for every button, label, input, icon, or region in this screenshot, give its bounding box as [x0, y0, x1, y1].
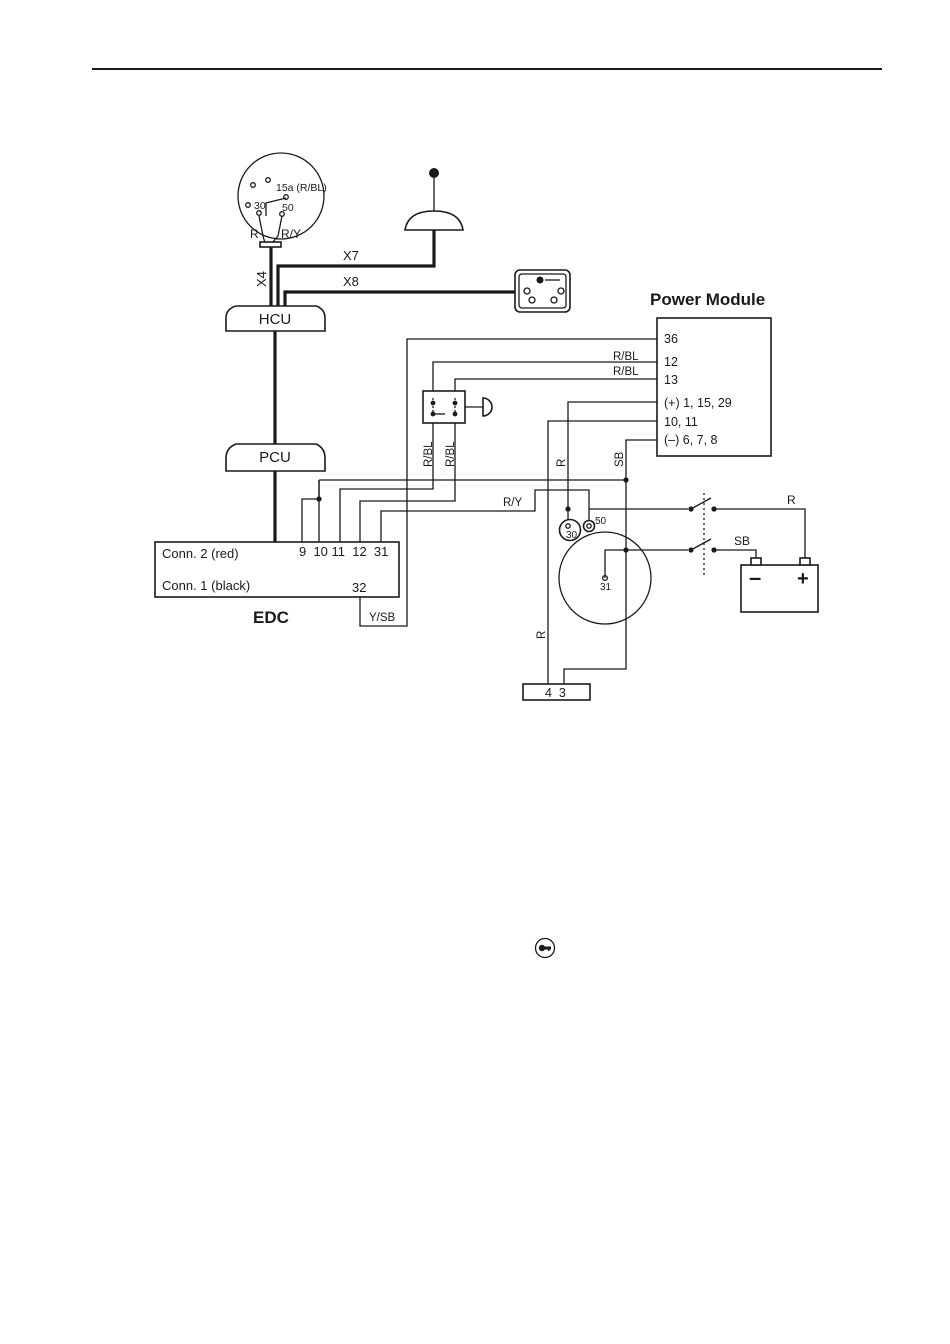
wire-label-ry-ignition: R/Y	[281, 227, 301, 241]
main-switch-icon	[691, 493, 711, 578]
wire-label-r-ignition: R	[250, 227, 259, 241]
pm-pin-12: 12	[664, 355, 678, 369]
power-module: Power Module 36 12 13 (+) 1, 15, 29 10, …	[613, 290, 771, 456]
connector-4-3: 4 3	[523, 684, 590, 700]
harness-label-x8: X8	[343, 274, 359, 289]
harness-label-x4: X4	[254, 271, 269, 287]
harness-label-x7: X7	[343, 248, 359, 263]
wire-label-r-vertical: R	[556, 459, 568, 467]
key-icon	[536, 939, 555, 958]
display-panel-icon	[515, 270, 570, 312]
wire-label-rbl-2: R/BL	[445, 441, 457, 467]
ignition-terminal-15a: 15a (R/BL)	[276, 182, 327, 194]
wire-label-r-lower: R	[536, 631, 548, 639]
wire-label-rbl-1: R/BL	[423, 441, 435, 467]
edc-conn2-pins: 9 10 11 12 31	[299, 544, 388, 559]
starter-terminal-31: 31	[600, 582, 612, 593]
wire-label-pm12: R/BL	[613, 351, 639, 363]
pm-pin-plus: (+) 1, 15, 29	[664, 396, 732, 410]
pm-pin-10-11: 10, 11	[664, 415, 698, 429]
battery-minus: –	[749, 565, 761, 590]
hcu-unit: HCU	[226, 306, 325, 331]
starter-terminal-30: 30	[566, 530, 578, 541]
wire-label-pm13: R/BL	[613, 366, 639, 378]
edc-unit: Conn. 2 (red) 9 10 11 12 31 Conn. 1 (bla…	[155, 542, 399, 627]
pcu-unit: PCU	[226, 444, 325, 471]
pcu-label: PCU	[259, 449, 291, 466]
edc-conn1-label: Conn. 1 (black)	[162, 578, 250, 593]
pm-pin-36: 36	[664, 332, 678, 346]
ignition-terminal-30: 30	[254, 200, 266, 212]
wire-label-sb-battery: SB	[734, 534, 750, 548]
hcu-label: HCU	[259, 311, 292, 328]
ignition-switch: 15a (R/BL) 30 50 R R/Y	[238, 153, 327, 247]
relay-switch-icon	[423, 391, 492, 423]
edc-conn1-pin: 32	[352, 580, 366, 595]
pm-pin-minus: (–) 6, 7, 8	[664, 433, 718, 447]
starter-terminal-50: 50	[595, 516, 607, 527]
battery-plus: +	[797, 568, 809, 590]
ignition-terminal-50: 50	[282, 202, 294, 214]
pm-pin-13: 13	[664, 373, 678, 387]
connector-pins: 4 3	[545, 686, 566, 700]
edc-conn2-label: Conn. 2 (red)	[162, 546, 239, 561]
harness-thick-wires	[271, 230, 515, 542]
wire-label-r-battery: R	[787, 493, 796, 507]
battery-icon: – +	[741, 558, 818, 612]
wire-label-ry: R/Y	[503, 497, 523, 509]
power-module-title: Power Module	[650, 290, 765, 309]
control-lever-icon	[405, 168, 463, 230]
wire-label-sb-vertical: SB	[614, 451, 626, 467]
wire-label-ysb: Y/SB	[369, 612, 396, 624]
edc-title: EDC	[253, 608, 289, 627]
